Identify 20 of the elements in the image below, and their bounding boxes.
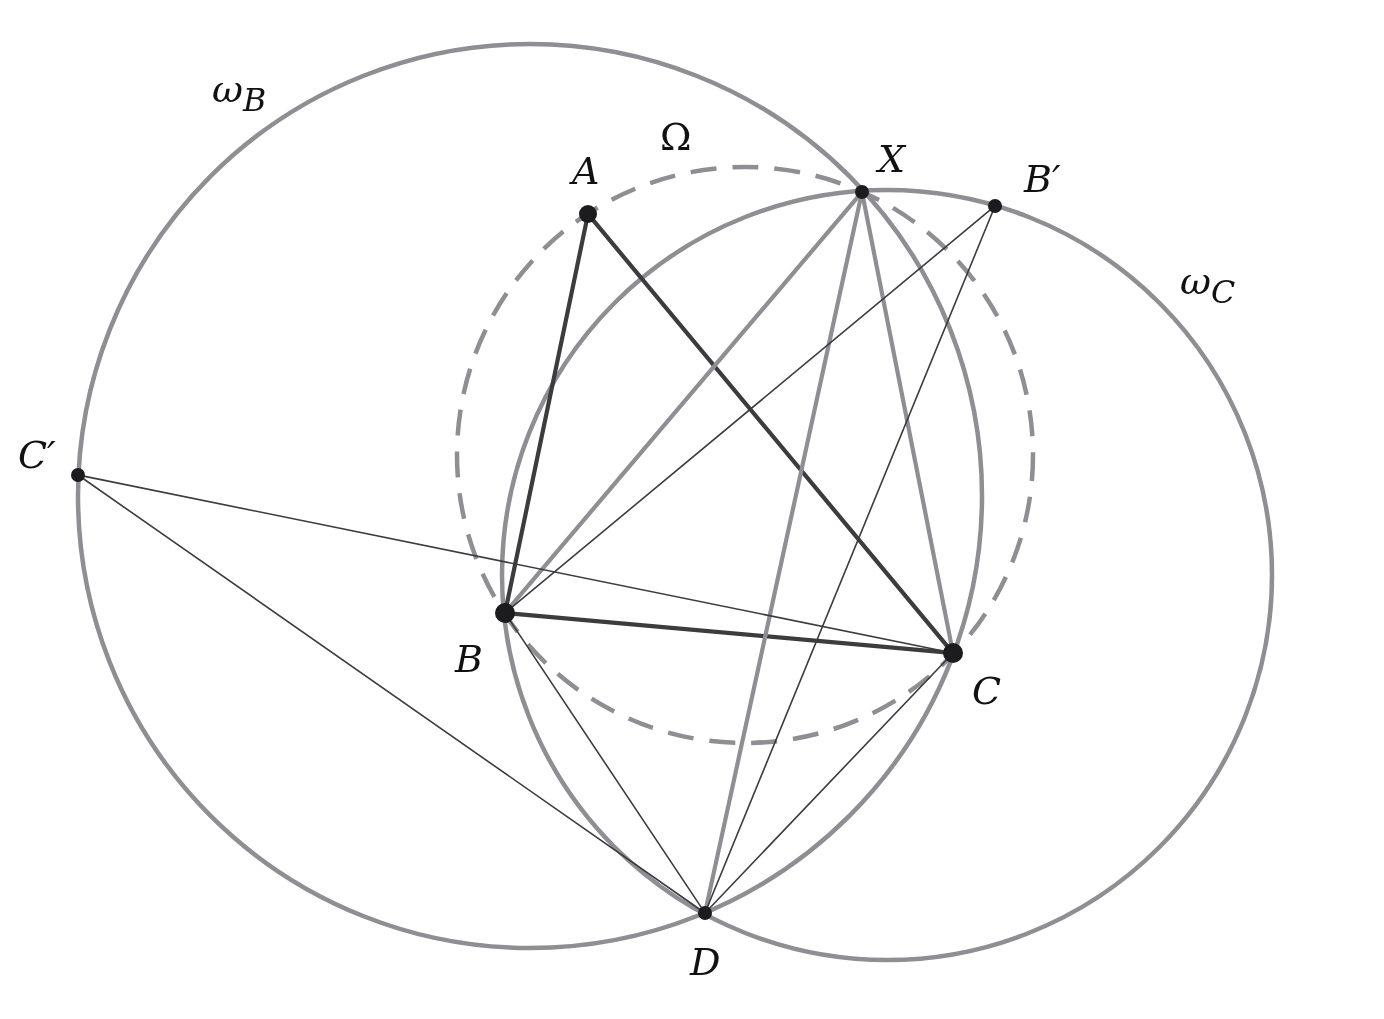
point-label: B′ [1024, 160, 1061, 198]
point-label: D [690, 943, 721, 981]
line-segment [511, 209, 991, 608]
point-label: C′ [18, 436, 56, 474]
line-segment [504, 220, 589, 606]
line-segment [84, 475, 944, 652]
circle-label: ω$_{B}$ [212, 70, 267, 117]
circle-label: ω$_{C}$ [1180, 262, 1236, 309]
circle-label: Ω [660, 118, 692, 156]
point-label: B [455, 640, 483, 678]
line-segment [591, 218, 949, 648]
line-segment [709, 659, 947, 909]
point-label: C [972, 672, 1002, 710]
line-segment [861, 196, 954, 646]
line-segment [704, 196, 863, 909]
line-segment [706, 211, 994, 908]
line-segment [509, 195, 860, 608]
line-segment [82, 478, 701, 910]
line-segment [509, 620, 702, 908]
line-segment [512, 611, 946, 655]
